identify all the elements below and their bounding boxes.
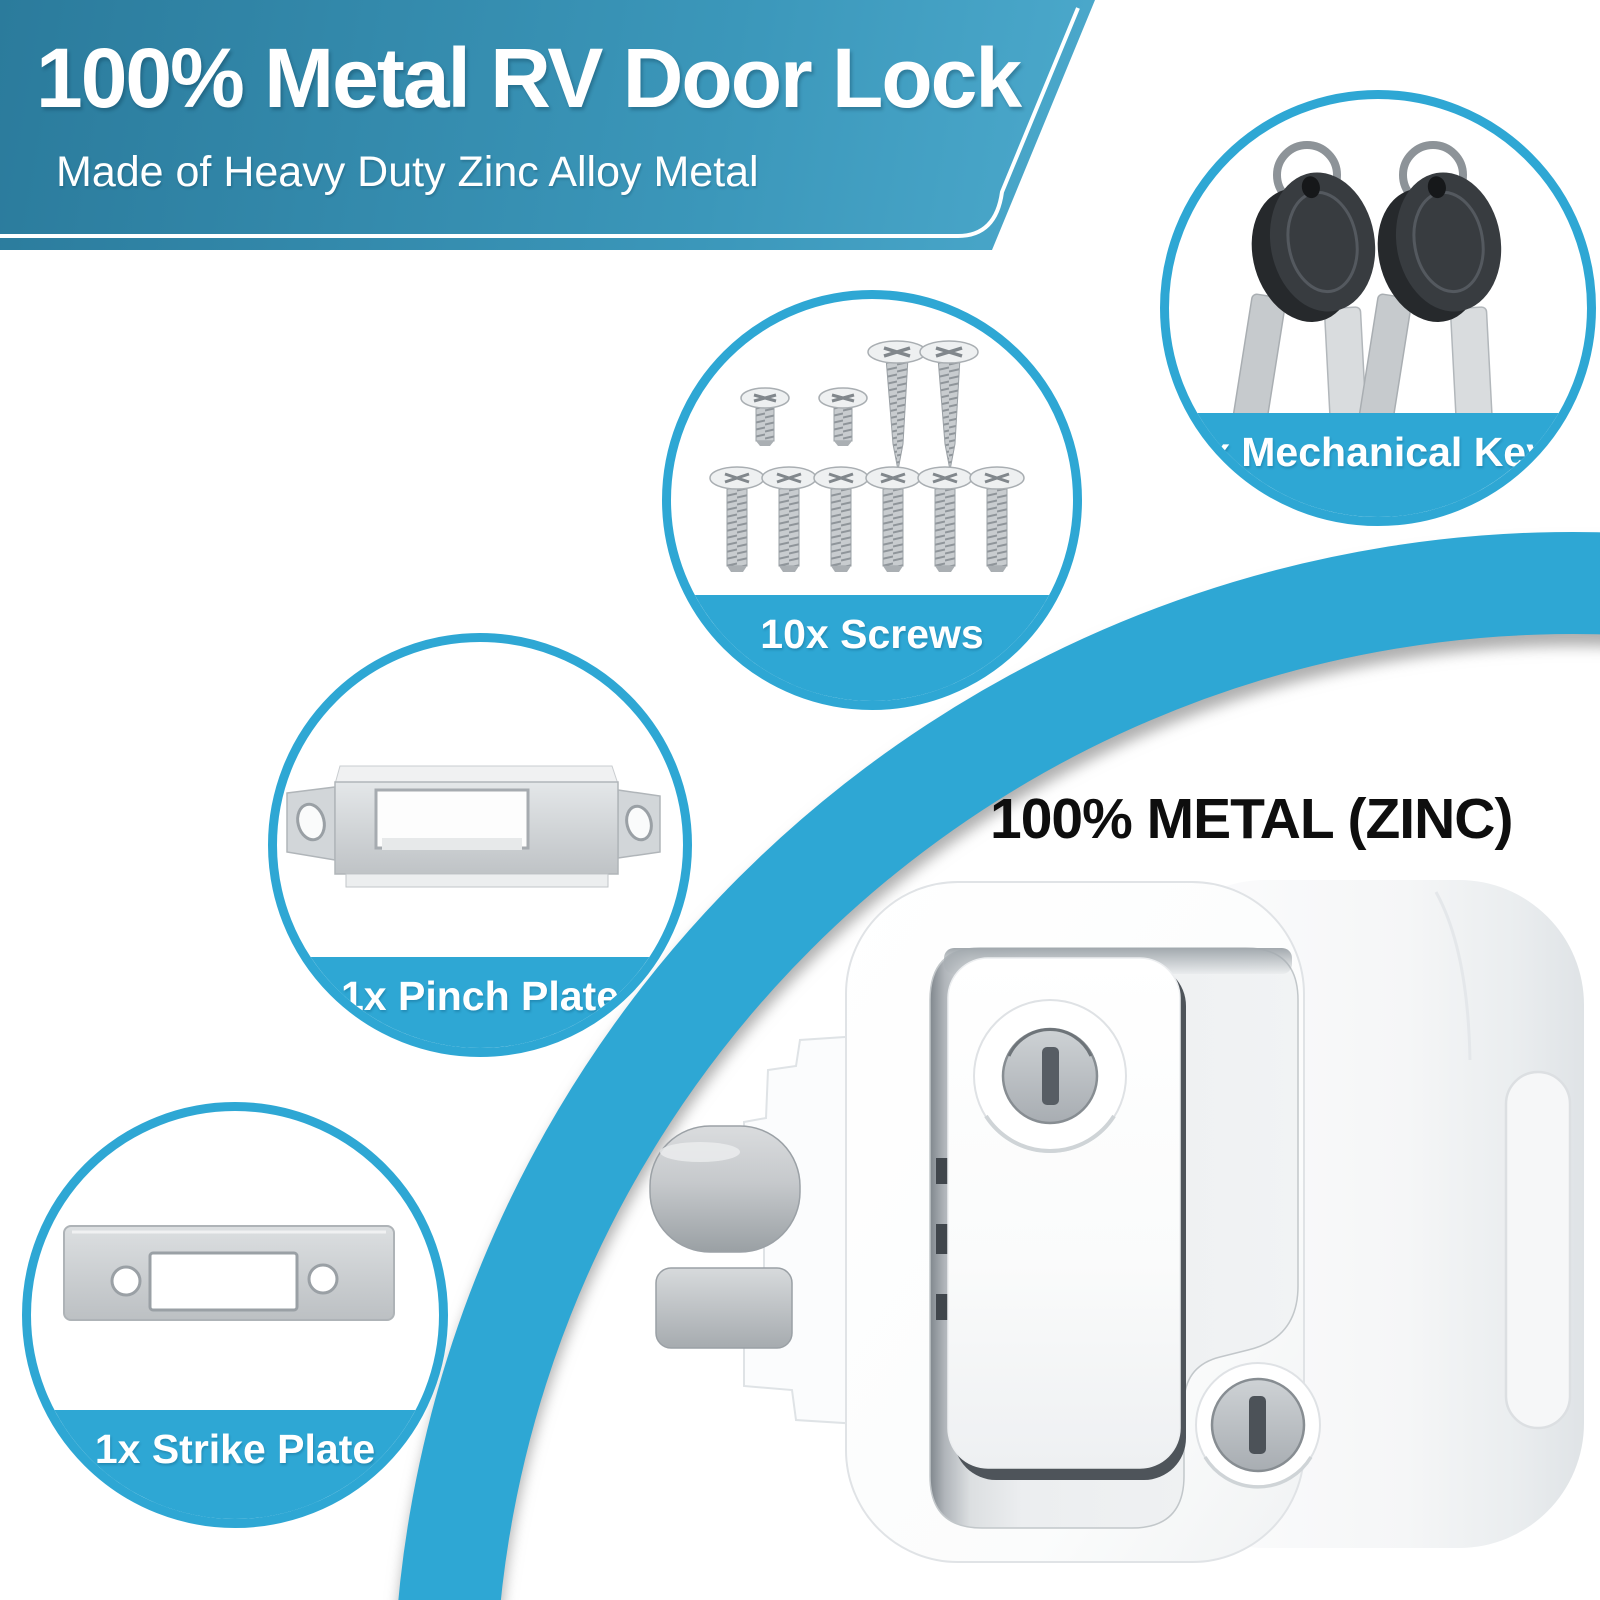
callout-strike-plate: 1x Strike Plate bbox=[22, 1102, 448, 1528]
callout-keys-label: 4x Mechanical Keys bbox=[1184, 429, 1572, 475]
callout-keys: 4x Mechanical Keys bbox=[1160, 90, 1596, 526]
latch-assembly bbox=[649, 1034, 861, 1426]
callout-screws-label: 10x Screws bbox=[760, 611, 984, 657]
deadbolt-icon bbox=[649, 1125, 801, 1253]
lock-housing bbox=[1140, 880, 1584, 1548]
keyhole-top-icon bbox=[973, 999, 1127, 1153]
callout-pinch-plate: 1x Pinch Plate bbox=[268, 633, 692, 1057]
latch-bolt-icon bbox=[655, 1267, 793, 1349]
pinch-plate-icon bbox=[286, 765, 661, 888]
callout-screws-band: 10x Screws bbox=[671, 595, 1073, 701]
strike-plate-icon bbox=[63, 1225, 395, 1321]
callout-keys-band: 4x Mechanical Keys bbox=[1169, 413, 1587, 517]
callout-pinch-plate-band: 1x Pinch Plate bbox=[277, 957, 683, 1048]
callout-pinch-plate-label: 1x Pinch Plate bbox=[340, 973, 619, 1019]
callout-strike-plate-label: 1x Strike Plate bbox=[94, 1426, 376, 1472]
lock-faceplate bbox=[845, 881, 1305, 1563]
paddle-handle bbox=[947, 957, 1186, 1480]
keyhole-bottom-icon bbox=[1195, 1362, 1321, 1489]
callout-strike-plate-band: 1x Strike Plate bbox=[31, 1410, 439, 1519]
handle-recess bbox=[929, 947, 1299, 1529]
page-title: 100% Metal RV Door Lock bbox=[36, 31, 1022, 125]
page-subtitle: Made of Heavy Duty Zinc Alloy Metal bbox=[56, 148, 759, 196]
callout-screws: 10x Screws bbox=[662, 290, 1082, 710]
material-label: 100% METAL (ZINC) bbox=[990, 787, 1513, 851]
header-banner: 100% Metal RV Door Lock Made of Heavy Du… bbox=[0, 0, 1600, 300]
banner-shape bbox=[0, 0, 1095, 250]
